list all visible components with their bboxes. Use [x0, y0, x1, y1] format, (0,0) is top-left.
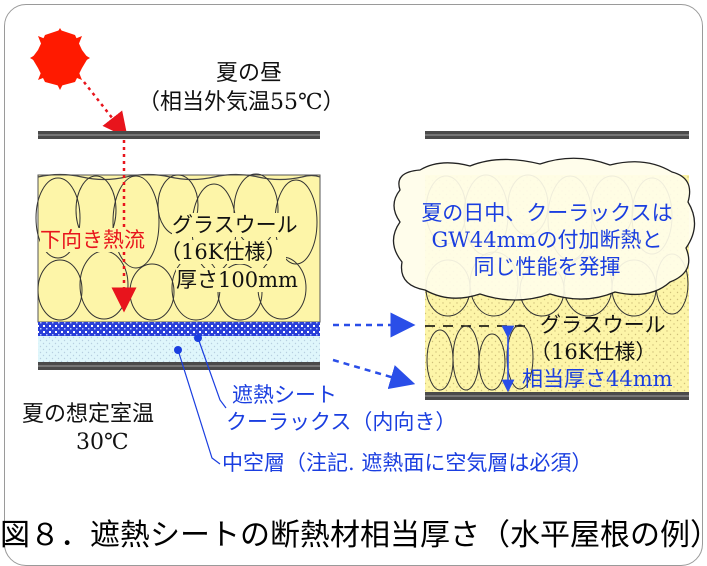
cloud-callout: [392, 157, 696, 301]
right-equivalent-thickness: 相当厚さ44mm: [522, 367, 673, 391]
heat-shield-sheet-label: 遮熱シート: [232, 383, 337, 407]
sun-ray-arrow: [83, 81, 128, 138]
right-glass-wool-spec: （16K仕様）: [530, 340, 657, 364]
diagram-graphics: [30, 28, 696, 465]
glass-wool-name: グラスウール: [172, 213, 298, 238]
leader-lines: [174, 334, 227, 465]
air-layer-label: 中空層（注記. 遮熱面に空気層は必須）: [222, 451, 593, 475]
coolax-product-label: クーラックス（内向き）: [226, 410, 457, 434]
room-temperature-value: 30℃: [76, 430, 129, 455]
right-glass-wool-name: グラスウール: [540, 313, 666, 337]
diagram-stage: 夏の昼 （相当外気温55℃） 下向き熱流 グラスウール （16K仕様） 厚さ10…: [0, 4, 707, 566]
figure-caption: 図８．遮熱シートの断熱材相当厚さ（水平屋根の例）: [0, 518, 707, 553]
room-temperature-title: 夏の想定室温: [22, 402, 155, 427]
cloud-text-line-2: GW44mmの付加断熱と: [431, 228, 663, 252]
summer-noon-label: 夏の昼: [216, 61, 283, 86]
sun-icon: [30, 28, 90, 90]
cloud-text-line-3: 同じ性能を発揮: [473, 255, 621, 279]
glass-wool-thickness: 厚さ100mm: [176, 268, 298, 293]
cloud-text-line-1: 夏の日中、クーラックスは: [421, 201, 673, 225]
outside-temperature-label: （相当外気温55℃）: [138, 90, 345, 115]
heat-flow-label: 下向き熱流: [40, 228, 145, 253]
conversion-arrow-lower: [332, 358, 416, 390]
glass-wool-spec: （16K仕様）: [160, 240, 287, 265]
